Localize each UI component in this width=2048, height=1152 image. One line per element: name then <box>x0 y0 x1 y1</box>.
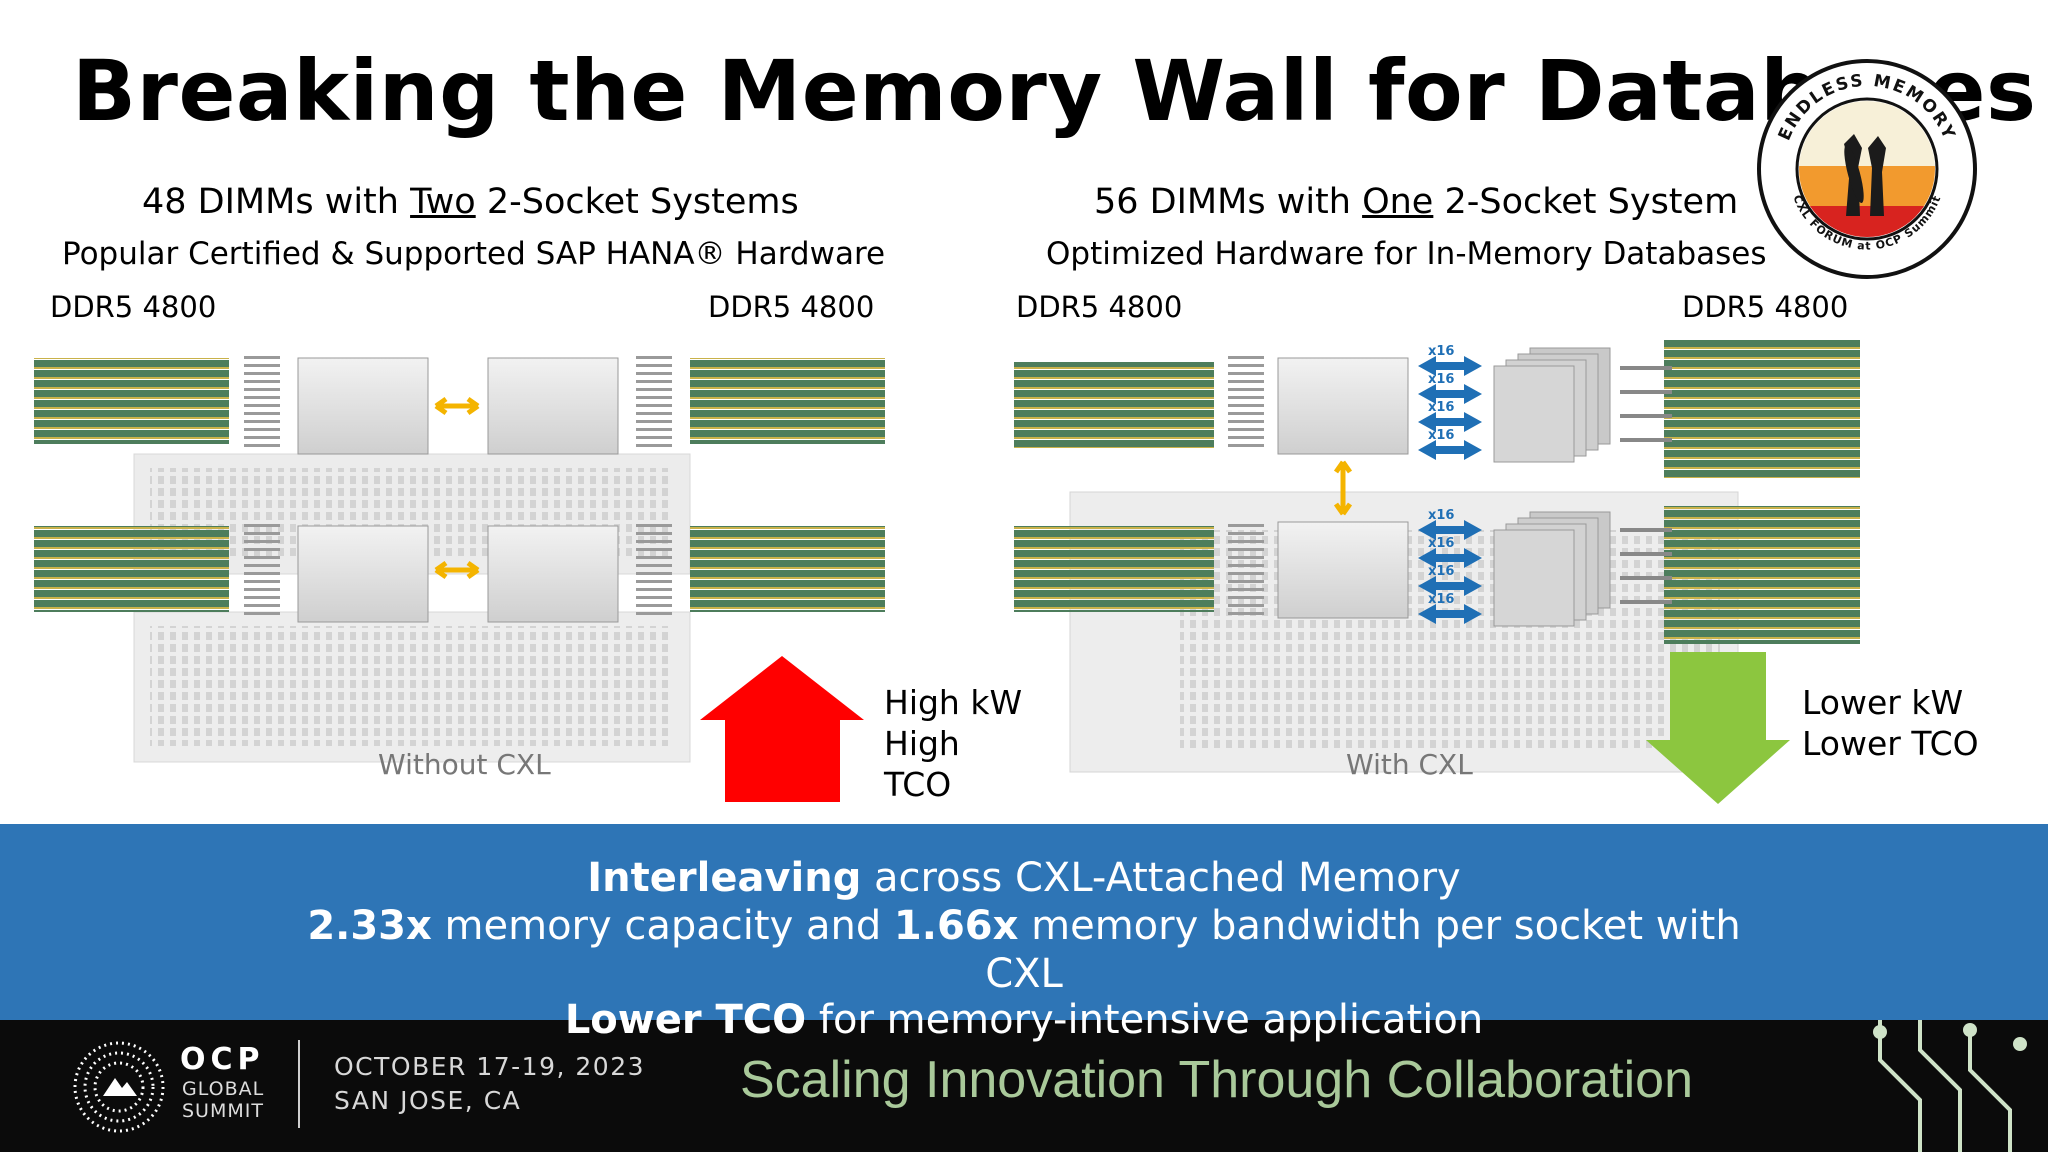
link-label-2: x16 <box>1428 372 1454 387</box>
banner-l1-text: across CXL-Attached Memory <box>861 855 1461 901</box>
right-note-line-2: Lower TCO <box>1802 724 1979 763</box>
right-ddr-label-right: DDR5 4800 <box>1682 290 1849 324</box>
left-dimm-stacks <box>34 358 885 612</box>
endless-memory-seal-logo: ENDLESS MEMORY CXL FORUM at OCP Summit <box>1757 59 1977 279</box>
left-heading-pre: 48 DIMMs with <box>142 182 411 222</box>
page-title: Breaking the Memory Wall for Databases <box>72 42 2037 140</box>
event-date: OCTOBER 17-19, 2023 <box>334 1052 646 1081</box>
right-cpus <box>1277 357 1409 619</box>
left-heading: 48 DIMMs with Two 2-Socket Systems <box>142 182 799 222</box>
event-footer <box>0 1020 2048 1152</box>
link-label-7: x16 <box>1428 564 1454 579</box>
right-dimm-stacks <box>1014 340 1860 644</box>
summit-tagline: Scaling Innovation Through Collaboration <box>740 1051 1694 1109</box>
banner-line-2: 2.33x memory capacity and 1.66x memory b… <box>0 902 2048 950</box>
down-arrow-icon <box>1646 652 1790 804</box>
banner-l4-bold: Lower TCO <box>564 997 807 1043</box>
ocp-summit-label: SUMMIT <box>182 1100 264 1122</box>
up-arrow-icon <box>700 656 864 802</box>
memory-architecture-diagram: x16 x16 x16 x16 x16 x16 x16 x16 <box>34 340 1860 804</box>
left-note-line-3: TCO <box>884 765 952 804</box>
right-caption: With CXL <box>1346 748 1473 781</box>
cxl-x16-links: x16 x16 x16 x16 x16 x16 x16 x16 <box>1418 344 1482 624</box>
footer-divider <box>298 1040 300 1128</box>
right-heading-pre: 56 DIMMs with <box>1094 182 1363 222</box>
left-note-line-1: High kW <box>884 683 1023 722</box>
ocp-wordmark: OCP <box>180 1042 265 1077</box>
banner-line-1: Interleaving across CXL-Attached Memory <box>0 854 2048 902</box>
ocp-sunburst-logo <box>73 1041 165 1133</box>
cxl-memory-controller-chips <box>1493 347 1611 627</box>
banner-line-3: CXL <box>985 951 1063 997</box>
link-label-6: x16 <box>1428 536 1454 551</box>
link-label-3: x16 <box>1428 400 1454 415</box>
left-heading-post: 2-Socket Systems <box>475 182 799 222</box>
left-subheading: Popular Certified & Supported SAP HANA® … <box>62 236 886 272</box>
banner-l1-bold: Interleaving <box>587 855 862 901</box>
left-cpus <box>297 357 619 623</box>
right-subheading: Optimized Hardware for In-Memory Databas… <box>1046 236 1767 272</box>
banner-l2-text-1: memory capacity and <box>431 903 894 949</box>
right-ddr-label-left: DDR5 4800 <box>1016 290 1183 324</box>
link-label-5: x16 <box>1428 508 1454 523</box>
link-label-1: x16 <box>1428 344 1454 359</box>
left-note-line-2: High <box>884 724 960 763</box>
left-heading-emphasis: Two <box>410 182 476 222</box>
link-label-8: x16 <box>1428 592 1454 607</box>
right-heading: 56 DIMMs with One 2-Socket System <box>1094 182 1738 222</box>
left-memory-channels <box>244 354 672 618</box>
right-impact-note: Lower kW Lower TCO <box>1802 682 1979 764</box>
link-label-4: x16 <box>1428 428 1454 443</box>
left-ddr-label-left: DDR5 4800 <box>50 290 217 324</box>
banner-line-4: Lower TCO for memory-intensive applicati… <box>0 996 2048 1044</box>
left-caption: Without CXL <box>378 748 551 781</box>
right-heading-post: 2-Socket System <box>1433 182 1739 222</box>
event-location: SAN JOSE, CA <box>334 1086 522 1115</box>
banner-l2-bold-1: 2.33x <box>307 903 432 949</box>
banner-l2-bold-2: 1.66x <box>893 903 1019 949</box>
summary-banner: Interleaving across CXL-Attached Memory … <box>0 824 2048 1020</box>
right-heading-emphasis: One <box>1362 182 1434 222</box>
circuit-trace-graphic <box>1873 1020 2027 1152</box>
left-impact-note: High kW High TCO <box>884 682 1022 805</box>
banner-l2-text-2: memory bandwidth per socket with <box>1018 903 1741 949</box>
banner-l4-text: for memory-intensive application <box>806 997 1484 1043</box>
ocp-global-label: GLOBAL <box>182 1078 265 1100</box>
right-note-line-1: Lower kW <box>1802 683 1964 722</box>
right-memory-channels <box>1228 356 1672 616</box>
left-ddr-label-right: DDR5 4800 <box>708 290 875 324</box>
